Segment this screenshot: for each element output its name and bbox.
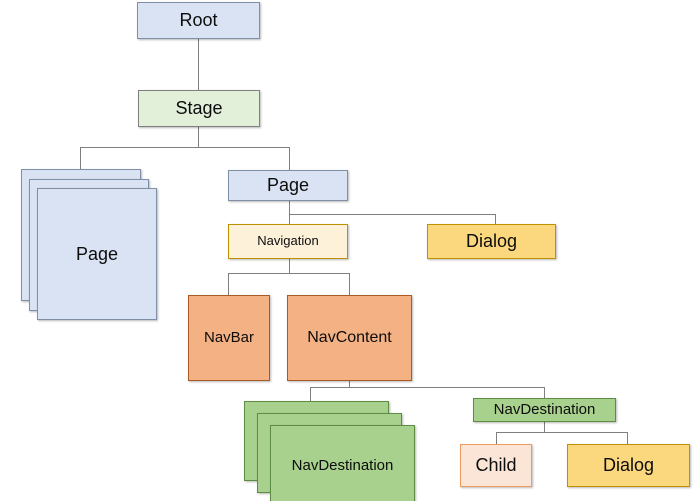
edge-stage-bar — [80, 147, 290, 148]
edge-page-to-dialog — [495, 214, 496, 224]
node-root-label: Root — [179, 10, 218, 31]
node-root[interactable]: Root — [137, 2, 260, 39]
edge-navcontent-bar — [310, 387, 545, 388]
navdestination-stack-layer-front: NavDestination — [270, 425, 415, 501]
node-page-label: Page — [266, 175, 310, 196]
edge-stage-to-page — [289, 147, 290, 170]
node-navcontent[interactable]: NavContent — [287, 295, 412, 381]
node-child[interactable]: Child — [460, 444, 532, 487]
edge-navigation-bar — [228, 273, 350, 274]
edge-navigation-stem — [289, 259, 290, 273]
node-page-stack[interactable]: Page — [21, 169, 159, 322]
node-dialog-top-label: Dialog — [465, 231, 518, 252]
node-dialog-bottom[interactable]: Dialog — [567, 444, 690, 487]
edge-navdest-bar — [496, 432, 628, 433]
node-navdestination-stack[interactable]: NavDestination — [244, 401, 416, 501]
edge-page-to-navigation — [289, 214, 290, 224]
edge-navcontent-stem — [349, 381, 350, 388]
edge-navcontent-to-navdest — [544, 387, 545, 398]
node-stage-label: Stage — [175, 98, 223, 119]
edge-navcontent-to-navdest-stack — [310, 387, 311, 401]
edge-stage-to-page-stack — [80, 147, 81, 169]
edge-page-stem — [289, 201, 290, 214]
edge-navdest-to-child — [496, 432, 497, 444]
edge-navdest-to-dialog — [627, 432, 628, 444]
node-navcontent-label: NavContent — [307, 328, 392, 346]
node-page-stack-label: Page — [75, 243, 119, 264]
node-dialog-bottom-label: Dialog — [602, 455, 655, 476]
edge-stage-stem — [198, 127, 199, 148]
node-navigation-label: Navigation — [257, 233, 319, 249]
edge-page-bar — [289, 214, 496, 215]
node-dialog-top[interactable]: Dialog — [427, 224, 556, 259]
node-navdestination-stack-label: NavDestination — [291, 456, 394, 474]
node-page[interactable]: Page — [228, 170, 348, 201]
node-stage[interactable]: Stage — [138, 90, 260, 127]
node-child-label: Child — [475, 455, 517, 476]
edge-navigation-to-navbar — [228, 273, 229, 295]
node-navdestination[interactable]: NavDestination — [473, 398, 616, 422]
node-navdestination-label: NavDestination — [493, 401, 596, 419]
node-navigation[interactable]: Navigation — [228, 224, 348, 259]
node-navbar-label: NavBar — [203, 329, 255, 347]
edge-navigation-to-navcontent — [349, 273, 350, 295]
edge-navdest-stem — [544, 422, 545, 433]
node-navbar[interactable]: NavBar — [188, 295, 270, 381]
edge-root-stage — [198, 39, 199, 90]
page-stack-layer-front: Page — [37, 188, 157, 320]
